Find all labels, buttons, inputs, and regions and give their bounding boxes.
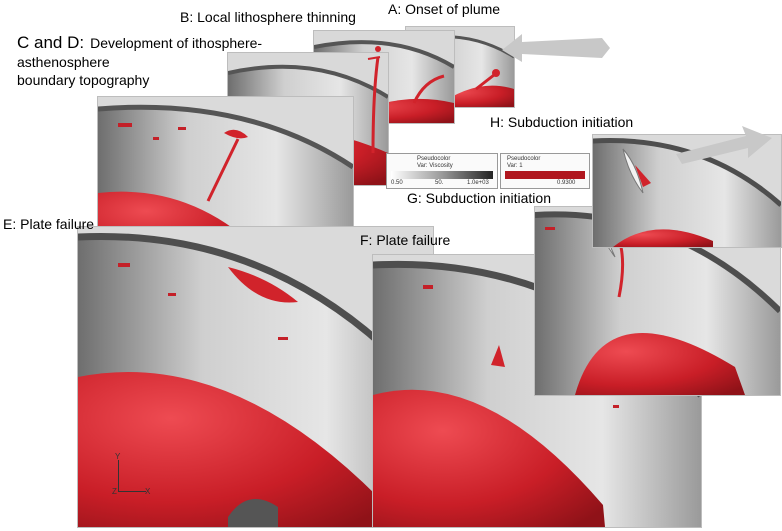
legend-title-2: Var: Viscosity <box>417 163 453 169</box>
label-f: F: Plate failure <box>360 232 451 248</box>
inflow-arrow-icon <box>502 34 610 62</box>
legend-max: 1.0e+03 <box>467 180 489 186</box>
viscosity-colorbar <box>391 171 493 179</box>
label-cd: C and D: Development of ithosphere- <box>17 33 262 53</box>
label-cd-line1: Development of ithosphere- <box>90 35 263 51</box>
label-g: G: Subduction initiation <box>407 190 551 206</box>
label-e: E: Plate failure <box>3 216 95 232</box>
axes-triad: Y Z X <box>112 452 152 498</box>
legend2-value: 0.9300 <box>557 180 576 186</box>
axis-x-label: X <box>145 487 151 496</box>
axis-z-label: Z <box>112 487 117 496</box>
viscosity-legend: Pseudocolor Var: Viscosity 0.50 50. 1.0e… <box>386 153 498 189</box>
legend2-title-1: Pseudocolor <box>507 156 541 162</box>
outflow-arrow-icon <box>676 126 772 164</box>
legend2-title-2: Var: 1 <box>507 163 523 169</box>
label-cd-line3: boundary topography <box>17 72 150 88</box>
legend-min: 0.50 <box>391 180 403 186</box>
label-cd-prefix: C and D: <box>17 33 85 52</box>
label-h: H: Subduction initiation <box>490 114 634 130</box>
var1-legend: Pseudocolor Var: 1 0.9300 <box>500 153 590 189</box>
label-a: A: Onset of plume <box>388 1 501 17</box>
label-b: B: Local lithosphere thinning <box>180 9 356 25</box>
legend-title-1: Pseudocolor <box>417 156 451 162</box>
var1-colorbar <box>505 171 585 179</box>
axis-y-label: Y <box>115 452 121 461</box>
label-cd-line2: asthenosphere <box>17 54 110 70</box>
legend-mid: 50. <box>435 180 444 186</box>
